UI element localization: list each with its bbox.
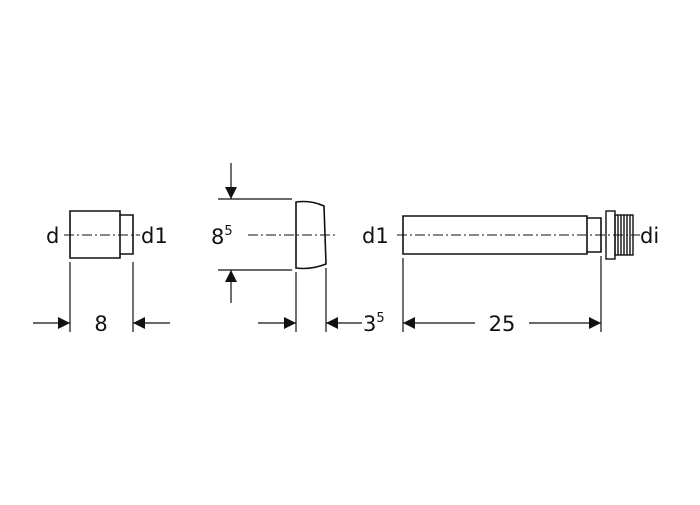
nut-inner-label: di xyxy=(640,224,659,248)
pipe-length-value: 25 xyxy=(489,312,516,336)
sleeve-outer-label: d1 xyxy=(141,224,168,248)
pipe-length-dimension xyxy=(402,256,602,332)
pipe-outer-label: d1 xyxy=(362,224,389,248)
cap-diameter-label: 85 xyxy=(211,224,233,249)
nut-part xyxy=(605,210,634,260)
sleeve-inner-label: d xyxy=(46,224,59,248)
cap-length-label: 35 xyxy=(363,311,385,336)
sleeve-length-dimension xyxy=(33,262,170,332)
cap-part xyxy=(295,200,327,270)
sleeve-length-value: 8 xyxy=(94,312,107,336)
cap-length-dimension xyxy=(258,268,362,332)
cap-diameter-dimension xyxy=(218,163,292,303)
